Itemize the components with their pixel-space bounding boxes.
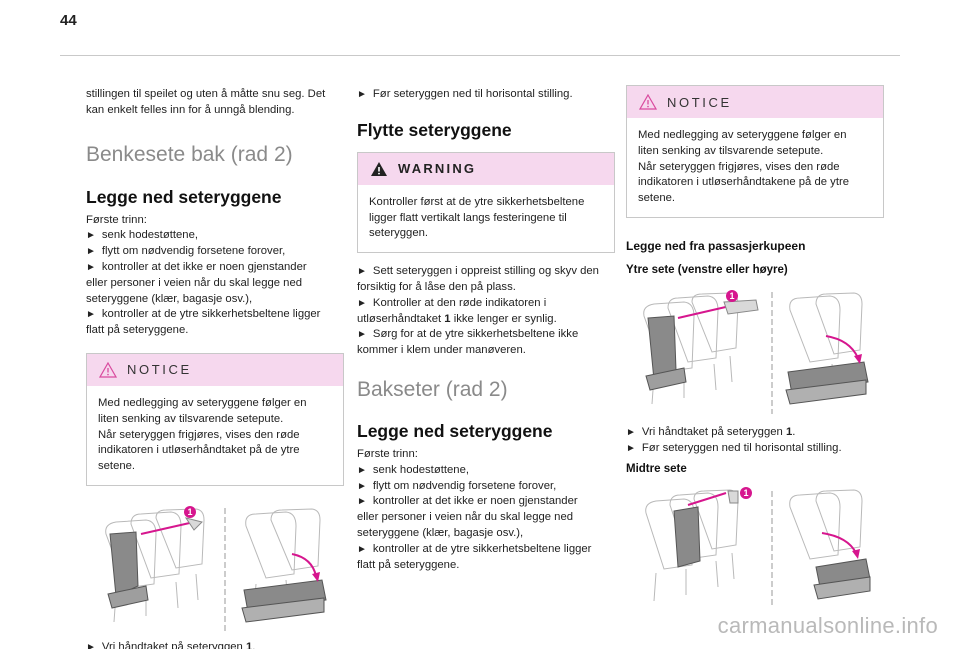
heading-flytte: Flytte seteryggene <box>357 119 512 140</box>
callout-circle <box>726 289 738 302</box>
page-number: 44 <box>60 12 77 29</box>
notice-body: Med nedlegging av seteryggene følger en … <box>87 386 343 485</box>
notice-line: Når seteryggen frigjøres, vises den røde <box>638 160 840 173</box>
figure-caption: ►Vri håndtaket på seteryggen 1. <box>86 640 344 649</box>
arrow-icon: ► <box>357 496 367 508</box>
step-line: seteryggene (klær, bagasje osv.), <box>357 526 524 539</box>
heading-legge-ned: Legge ned seteryggene <box>86 186 282 207</box>
step-line: ►Sørg for at de ytre sikkerhetsbeltene i… <box>357 328 579 341</box>
arrow-icon: ► <box>626 442 636 454</box>
warning-title: WARNING <box>398 161 477 177</box>
callout-number: 1 <box>743 488 748 498</box>
arrow-icon: ► <box>357 329 367 341</box>
step-line: flatt på seteryggene. <box>357 558 460 571</box>
notice-title: NOTICE <box>127 362 192 378</box>
intro-line: stillingen til speilet og uten å måtte s… <box>86 88 326 100</box>
step-line: eller personer i veien når du skal legge… <box>86 276 303 289</box>
steps-list-4: ►Vri håndtaket på seteryggen 1. ►Før set… <box>626 425 884 457</box>
section-title-benkesete: Benkesete bak (rad 2) <box>86 142 293 166</box>
step-line: ►flytt om nødvendig forsetene forover, <box>86 245 286 258</box>
step-top: ►Før seteryggen ned til horisontal still… <box>357 88 573 100</box>
warning-line: seteryggen. <box>369 227 429 240</box>
step-line: ►Sett seteryggen i oppreist stilling og … <box>357 265 599 278</box>
step-line: ►kontroller at det ikke er noen gjenstan… <box>357 495 578 508</box>
arrow-icon: ► <box>86 641 96 649</box>
step-line: flatt på seteryggene. <box>86 324 189 337</box>
step-line: forsiktig for å låse den på plass. <box>357 280 516 293</box>
notice-line: indikatoren i utløserhåndtaket på de ytr… <box>98 444 300 457</box>
arrow-icon: ► <box>357 297 367 309</box>
warning-triangle-icon <box>371 161 387 176</box>
arrow-icon: ► <box>86 309 96 321</box>
column-1: stillingen til speilet og uten å måtte s… <box>86 78 344 649</box>
callout-number: 1 <box>729 291 734 301</box>
arrow-icon: ► <box>86 230 96 242</box>
step-line: ►kontroller at de ytre sikkerhetsbeltene… <box>357 542 592 555</box>
middle-seat-illustration: 1 <box>626 486 884 607</box>
section-title-bakseter: Bakseter (rad 2) <box>357 377 508 401</box>
seat-fold-illustration: 1 <box>86 504 344 634</box>
warning-box: WARNING Kontroller først at de ytre sikk… <box>357 151 615 254</box>
notice-title: NOTICE <box>667 94 732 110</box>
step-line: Første trinn: <box>357 447 418 460</box>
step-line: seteryggene (klær, bagasje osv.), <box>86 292 253 305</box>
step-line: kommer i klem under manøveren. <box>357 344 526 357</box>
step-line: eller personer i veien når du skal legge… <box>357 511 574 524</box>
warning-body: Kontroller først at de ytre sikkerhetsbe… <box>358 185 614 252</box>
step-line: ►kontroller at de ytre sikkerhetsbeltene… <box>86 308 321 321</box>
intro-line: kan enkelt felles inn for å unngå blendi… <box>86 103 295 116</box>
arrow-icon: ► <box>357 89 367 100</box>
subheading-ytre-sete: Ytre sete (venstre eller høyre) <box>626 263 788 276</box>
subheading-midtre-sete: Midtre sete <box>626 462 687 475</box>
arrow-icon: ► <box>357 464 367 476</box>
watermark: carmanualsonline.info <box>717 613 938 638</box>
arrow-icon: ► <box>86 246 96 258</box>
notice-line: Med nedlegging av seteryggene følger en <box>638 129 847 141</box>
steps-list-3: Første trinn: ►senk hodestøttene, ►flytt… <box>357 447 615 573</box>
column-2: ►Før seteryggen ned til horisontal still… <box>357 78 615 573</box>
notice-triangle-icon <box>639 94 657 110</box>
notice-box-2: NOTICE Med nedlegging av seteryggene føl… <box>626 85 884 218</box>
step-line: ►Kontroller at den røde indikatoren i <box>357 296 547 309</box>
header-divider <box>60 55 900 56</box>
callout-number: 1 <box>187 507 192 517</box>
column-3: NOTICE Med nedlegging av seteryggene føl… <box>626 78 884 607</box>
step-line: ►senk hodestøttene, <box>357 463 469 476</box>
step-line: ►flytt om nødvendig forsetene forover, <box>357 479 557 492</box>
steps-list-2: ►Sett seteryggen i oppreist stilling og … <box>357 264 615 359</box>
step-line: ►Vri håndtaket på seteryggen 1. <box>626 425 796 438</box>
warning-line: Kontroller først at de ytre sikkerhetsbe… <box>369 195 585 208</box>
step-line: ►kontroller at det ikke er noen gjenstan… <box>86 260 307 273</box>
arrow-icon: ► <box>86 261 96 273</box>
notice-line: setene. <box>638 192 676 205</box>
arrow-icon: ► <box>357 266 367 278</box>
steps-list: Første trinn: ►senk hodestøttene, ►flytt… <box>86 213 344 339</box>
notice-body: Med nedlegging av seteryggene følger en … <box>627 118 883 217</box>
callout-circle <box>184 505 196 518</box>
notice-triangle-icon <box>99 361 117 378</box>
arrow-icon: ► <box>626 426 636 438</box>
outer-seat-illustration: 1 <box>626 288 884 416</box>
notice-header: NOTICE <box>627 86 883 118</box>
notice-line: Når seteryggen frigjøres, vises den røde <box>98 428 300 441</box>
notice-line: indikatoren i utløserhåndtakene på de yt… <box>638 176 850 189</box>
step-line: Første trinn: <box>86 213 147 226</box>
warning-line: ligger flatt vertikalt langs festeringen… <box>369 211 567 224</box>
notice-line: Med nedlegging av seteryggene følger en <box>98 396 307 409</box>
arrow-icon: ► <box>357 543 367 555</box>
step-line: ►senk hodestøttene, <box>86 229 198 242</box>
intro-paragraph: stillingen til speilet og uten å måtte s… <box>86 87 344 119</box>
notice-box: NOTICE Med nedlegging av seteryggene føl… <box>86 352 344 486</box>
heading-legge-ned-2: Legge ned seteryggene <box>357 420 553 441</box>
notice-header: NOTICE <box>87 353 343 386</box>
notice-line: liten senking av tilsvarende setepute. <box>98 412 284 425</box>
warning-header: WARNING <box>358 152 614 185</box>
callout-circle <box>740 486 752 499</box>
arrow-icon: ► <box>357 480 367 492</box>
heading-passasjerkupeen: Legge ned fra passasjerkupeen <box>626 238 806 253</box>
notice-line: liten senking av tilsvarende setepute. <box>638 144 824 157</box>
notice-line: setene. <box>98 460 136 473</box>
step-line: ►Før seteryggen ned til horisontal still… <box>626 441 842 454</box>
step-line: utløserhåndtaket 1 ikke lenger er synlig… <box>357 312 557 325</box>
